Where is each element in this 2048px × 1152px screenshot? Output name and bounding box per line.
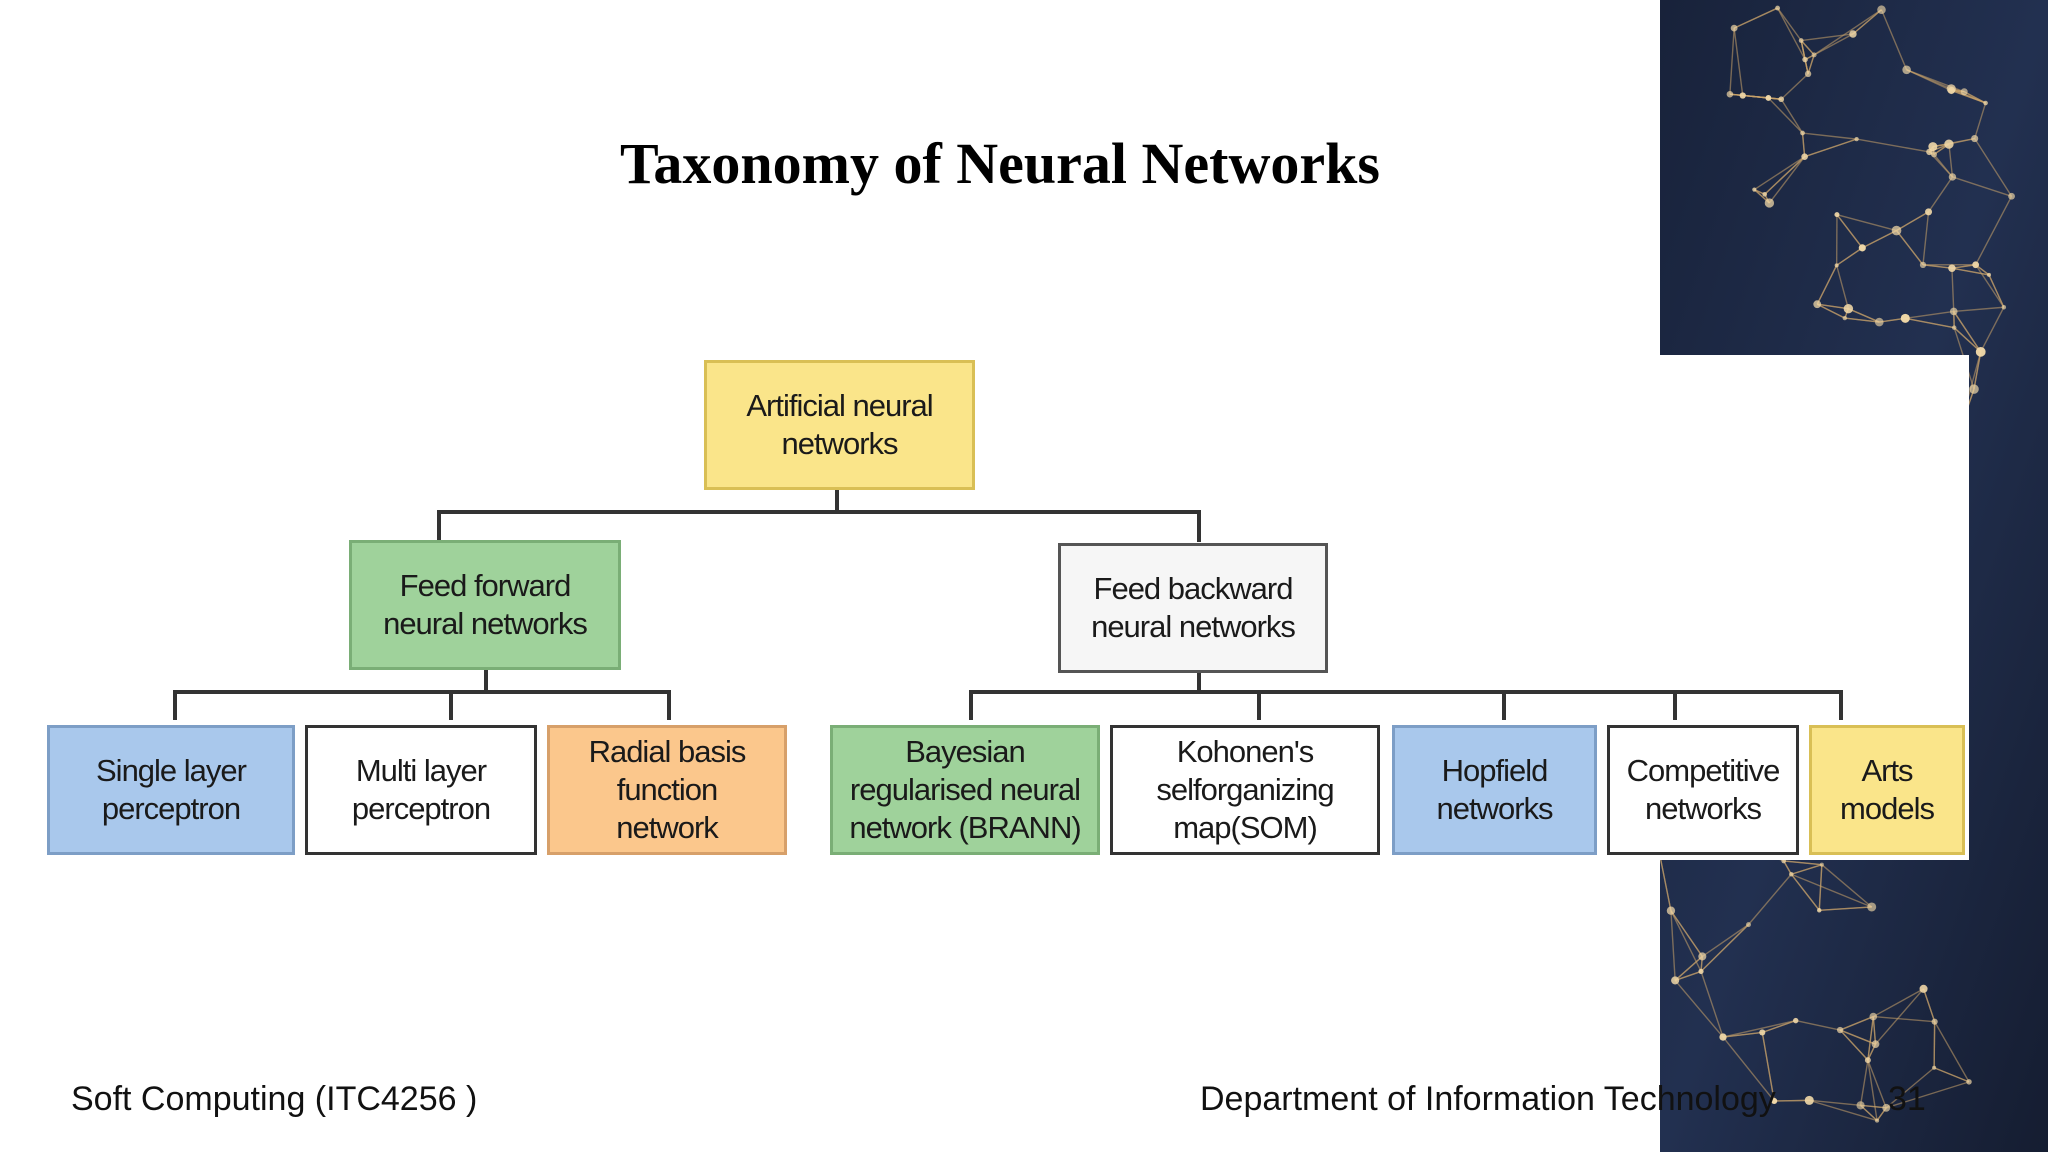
node-brann: Bayesian regularised neural network (BRA… xyxy=(830,725,1100,855)
node-feed-backward: Feed backward neural networks xyxy=(1058,543,1328,673)
connector xyxy=(1197,670,1201,692)
node-single-layer-perceptron: Single layer perceptron xyxy=(47,725,295,855)
node-competitive-networks: Competitive networks xyxy=(1607,725,1799,855)
connector xyxy=(173,690,671,694)
connector xyxy=(835,490,839,512)
connector xyxy=(969,690,973,720)
connector xyxy=(1257,690,1261,720)
footer-course: Soft Computing (ITC4256 ) xyxy=(71,1080,478,1118)
connector xyxy=(437,510,441,540)
connector xyxy=(969,690,1843,694)
node-artificial-neural-networks: Artificial neural networks xyxy=(704,360,975,490)
connector xyxy=(1197,510,1201,542)
connector xyxy=(173,690,177,720)
connector xyxy=(449,690,453,720)
slide-title: Taxonomy of Neural Networks xyxy=(620,131,1380,196)
footer-department: Department of Information Technology xyxy=(1200,1080,1776,1118)
taxonomy-diagram: Artificial neural networks Feed forward … xyxy=(47,355,1969,860)
connector xyxy=(1839,690,1843,720)
node-multi-layer-perceptron: Multi layer perceptron xyxy=(305,725,537,855)
page-number: 31 xyxy=(1888,1080,1926,1118)
node-som: Kohonen's selforganizing map(SOM) xyxy=(1110,725,1380,855)
node-feed-forward: Feed forward neural networks xyxy=(349,540,621,670)
connector xyxy=(667,690,671,720)
node-arts-models: Arts models xyxy=(1809,725,1965,855)
connector xyxy=(484,670,488,692)
connector xyxy=(1673,690,1677,720)
connector xyxy=(1502,690,1506,720)
node-hopfield-networks: Hopfield networks xyxy=(1392,725,1597,855)
connector xyxy=(437,510,1201,514)
node-radial-basis-function-network: Radial basis function network xyxy=(547,725,787,855)
